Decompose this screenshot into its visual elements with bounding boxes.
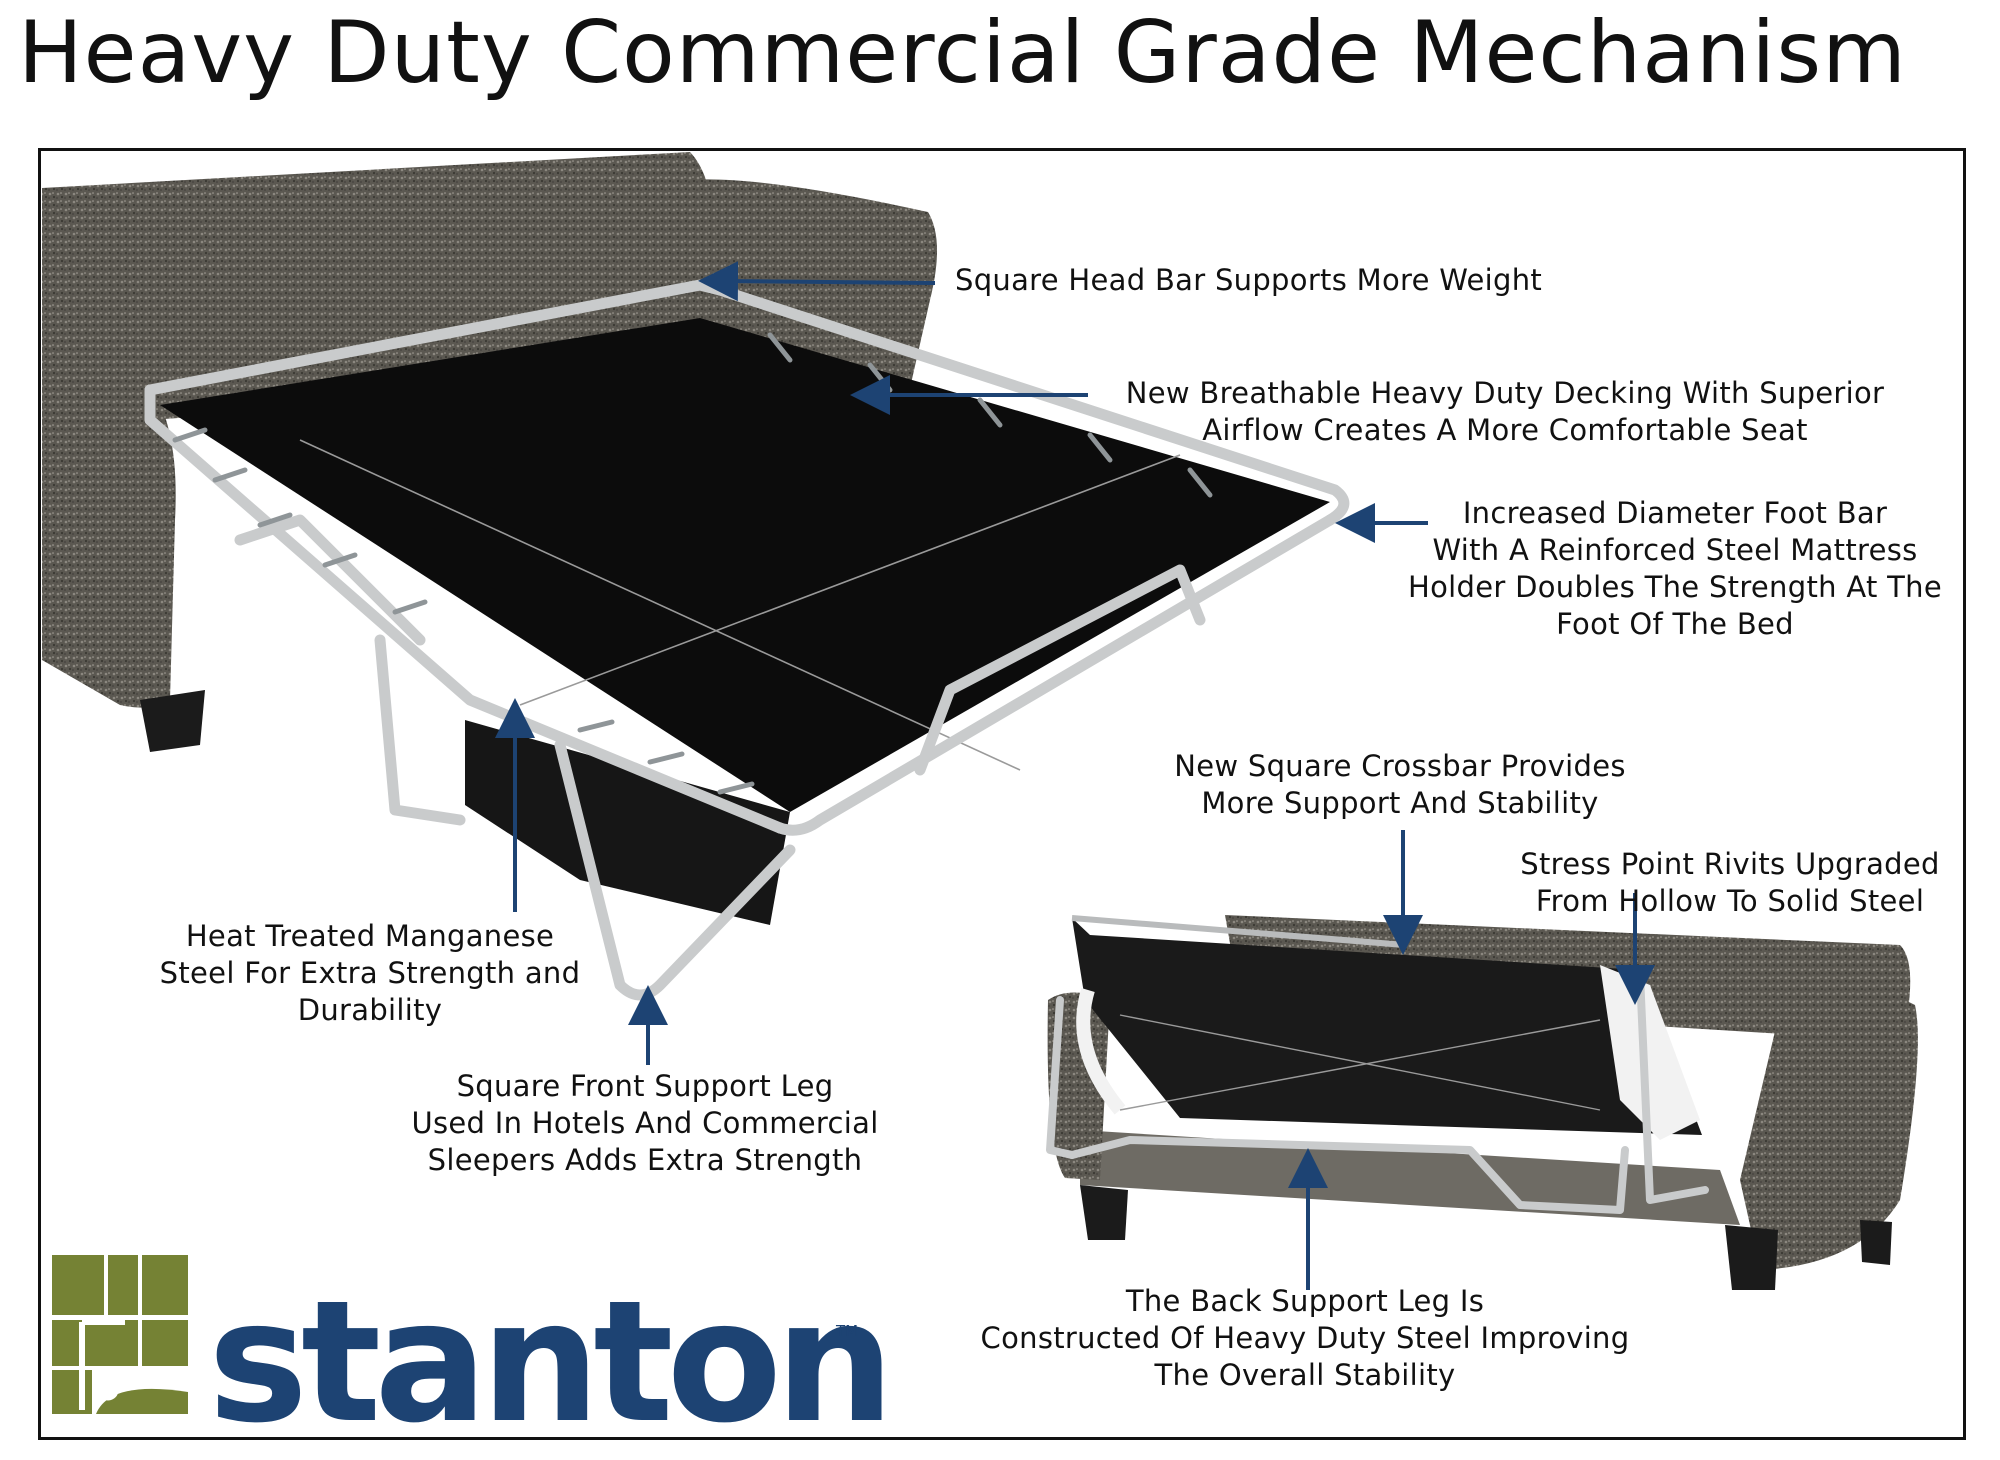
callout-line: The Back Support Leg Is	[1125, 1284, 1485, 1318]
small-frame-right	[1636, 971, 1709, 1204]
small-frame-left	[1046, 996, 1076, 1159]
callout-line: More Support And Stability	[1201, 786, 1599, 820]
callout-back-leg: The Back Support Leg Is Constructed Of H…	[955, 1283, 1655, 1394]
side-rail-left	[144, 384, 786, 834]
folded-mattress	[1600, 965, 1700, 1140]
stanton-logo-mark	[52, 1255, 188, 1414]
callout-line: Constructed Of Heavy Duty Steel Improvin…	[980, 1321, 1630, 1355]
callout-line: Airflow Creates A More Comfortable Seat	[1202, 413, 1808, 447]
mattress-holder	[914, 564, 1206, 776]
back-support-leg	[1068, 1136, 1629, 1214]
open-sleeper-sofa	[42, 152, 1350, 1001]
crossbar	[1071, 915, 1406, 948]
callout-crossbar: New Square Crossbar Provides More Suppor…	[1150, 748, 1650, 822]
callout-line: The Overall Stability	[1154, 1358, 1456, 1392]
callout-line: New Square Crossbar Provides	[1174, 749, 1626, 783]
callout-front-leg: Square Front Support Leg Used In Hotels …	[380, 1068, 910, 1179]
closed-sleeper-sofa	[1046, 915, 1918, 1290]
callout-line: Sleepers Adds Extra Strength	[427, 1143, 863, 1177]
mattress-decking	[160, 318, 1330, 812]
callout-rivets: Stress Point Rivits Upgraded From Hollow…	[1500, 846, 1960, 920]
callout-line: Square Head Bar Supports More Weight	[955, 263, 1543, 297]
callout-manganese: Heat Treated Manganese Steel For Extra S…	[140, 918, 600, 1029]
callout-line: From Hollow To Solid Steel	[1535, 884, 1925, 918]
trademark-symbol: TM	[836, 1322, 859, 1340]
image-frame	[38, 148, 1966, 1440]
callout-line: Square Front Support Leg	[456, 1069, 834, 1103]
callout-line: Heat Treated Manganese	[185, 919, 555, 953]
callout-line: Foot Of The Bed	[1556, 607, 1794, 641]
callout-line: Used In Hotels And Commercial	[411, 1106, 879, 1140]
rear-support-leg	[374, 634, 466, 826]
callout-line: Holder Doubles The Strength At The	[1408, 570, 1942, 604]
folded-decking	[1072, 918, 1702, 1135]
callout-line: Increased Diameter Foot Bar	[1462, 496, 1888, 530]
callout-head-bar: Square Head Bar Supports More Weight	[955, 262, 1542, 299]
sofa-leg	[140, 690, 205, 752]
hanging-decking-flap	[465, 720, 790, 925]
callout-line: Durability	[297, 993, 443, 1027]
callout-line: Stress Point Rivits Upgraded	[1520, 847, 1940, 881]
small-sofa-leg	[1080, 1185, 1128, 1240]
left-linkage	[234, 514, 426, 646]
small-sofa-seat	[1080, 1130, 1740, 1225]
callout-decking: New Breathable Heavy Duty Decking With S…	[1105, 375, 1905, 449]
small-sofa-leg	[1860, 1220, 1892, 1265]
page-title: Heavy Duty Commercial Grade Mechanism	[18, 3, 1907, 103]
small-sofa-leg	[1725, 1225, 1778, 1290]
arrow-head-bar	[698, 261, 936, 302]
stanton-logo-wordmark: stanton	[208, 1264, 895, 1460]
callout-foot-bar: Increased Diameter Foot Bar With A Reinf…	[1395, 495, 1955, 643]
callout-line: With A Reinforced Steel Mattress	[1432, 533, 1918, 567]
small-sofa-left-arm	[1047, 992, 1110, 1180]
small-sofa-right-arm	[1740, 996, 1918, 1270]
callout-line: Steel For Extra Strength and	[159, 956, 581, 990]
sofa-left-arm	[42, 375, 176, 708]
callout-line: New Breathable Heavy Duty Decking With S…	[1125, 376, 1885, 410]
